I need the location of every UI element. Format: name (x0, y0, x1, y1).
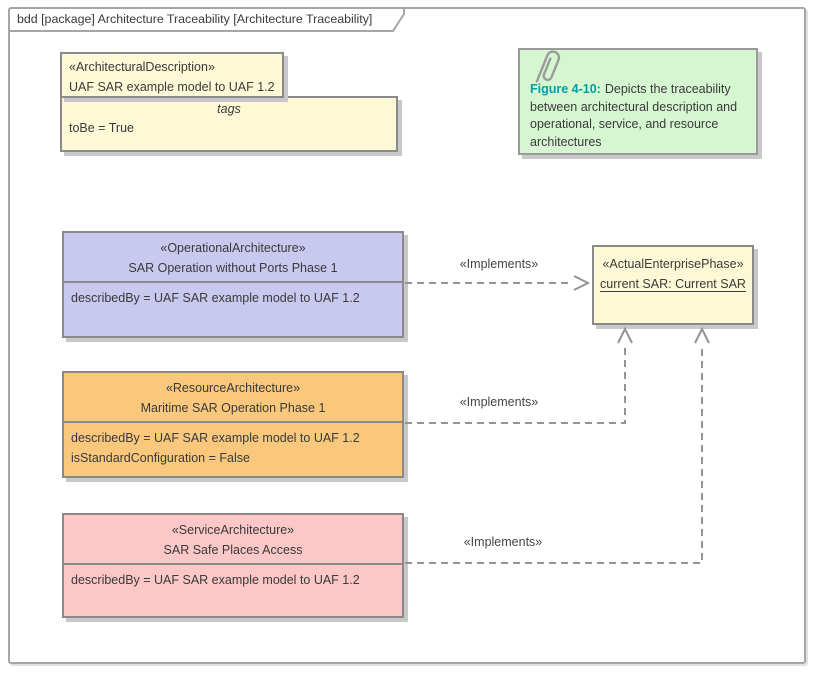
attribute-line: describedBy = UAF SAR example model to U… (71, 431, 360, 445)
block-architectural-description-tags[interactable]: tags toBe = True (60, 96, 398, 152)
stereotype-label: «ResourceArchitecture» (165, 381, 301, 395)
stereotype-label: «ArchitecturalDescription» (69, 60, 215, 74)
block-actual-enterprise-phase[interactable]: «ActualEnterprisePhase» current SAR: Cur… (592, 245, 754, 325)
implements-connector-service[interactable] (405, 326, 710, 564)
implements-connector-operational[interactable] (405, 275, 591, 291)
instance-name: current SAR: Current SAR (600, 277, 746, 291)
attribute-line: describedBy = UAF SAR example model to U… (71, 291, 360, 305)
connector-label-implements-3: «Implements» (463, 535, 543, 549)
diagram-frame-title: bdd [package] Architecture Traceability … (17, 12, 373, 26)
connector-label-implements-1: «Implements» (459, 257, 539, 271)
note-text: Depicts the traceability between archite… (530, 82, 738, 149)
paperclip-icon (535, 50, 561, 83)
connector-label-implements-2: «Implements» (459, 395, 539, 409)
note-figure[interactable]: Figure 4-10:Depicts the traceability bet… (518, 48, 758, 155)
note-figure-label: Figure 4-10: (530, 82, 601, 96)
tags-compartment-title: tags (217, 102, 241, 116)
block-resource-architecture[interactable]: «ResourceArchitecture» Maritime SAR Oper… (62, 371, 404, 478)
stereotype-label: «ActualEnterprisePhase» (602, 257, 744, 271)
element-name: SAR Safe Places Access (163, 543, 303, 557)
stereotype-label: «ServiceArchitecture» (171, 523, 295, 537)
block-service-architecture[interactable]: «ServiceArchitecture» SAR Safe Places Ac… (62, 513, 404, 618)
block-architectural-description[interactable]: «ArchitecturalDescription» UAF SAR examp… (60, 52, 284, 98)
implements-connector-resource[interactable] (405, 326, 633, 424)
attribute-line: describedBy = UAF SAR example model to U… (71, 573, 360, 587)
attribute-line: isStandardConfiguration = False (71, 451, 250, 465)
tag-value: toBe = True (69, 121, 134, 135)
element-name: Maritime SAR Operation Phase 1 (140, 401, 326, 415)
element-name: UAF SAR example model to UAF 1.2 (69, 80, 275, 94)
stereotype-label: «OperationalArchitecture» (160, 241, 306, 255)
element-name: SAR Operation without Ports Phase 1 (128, 261, 338, 275)
block-operational-architecture[interactable]: «OperationalArchitecture» SAR Operation … (62, 231, 404, 338)
